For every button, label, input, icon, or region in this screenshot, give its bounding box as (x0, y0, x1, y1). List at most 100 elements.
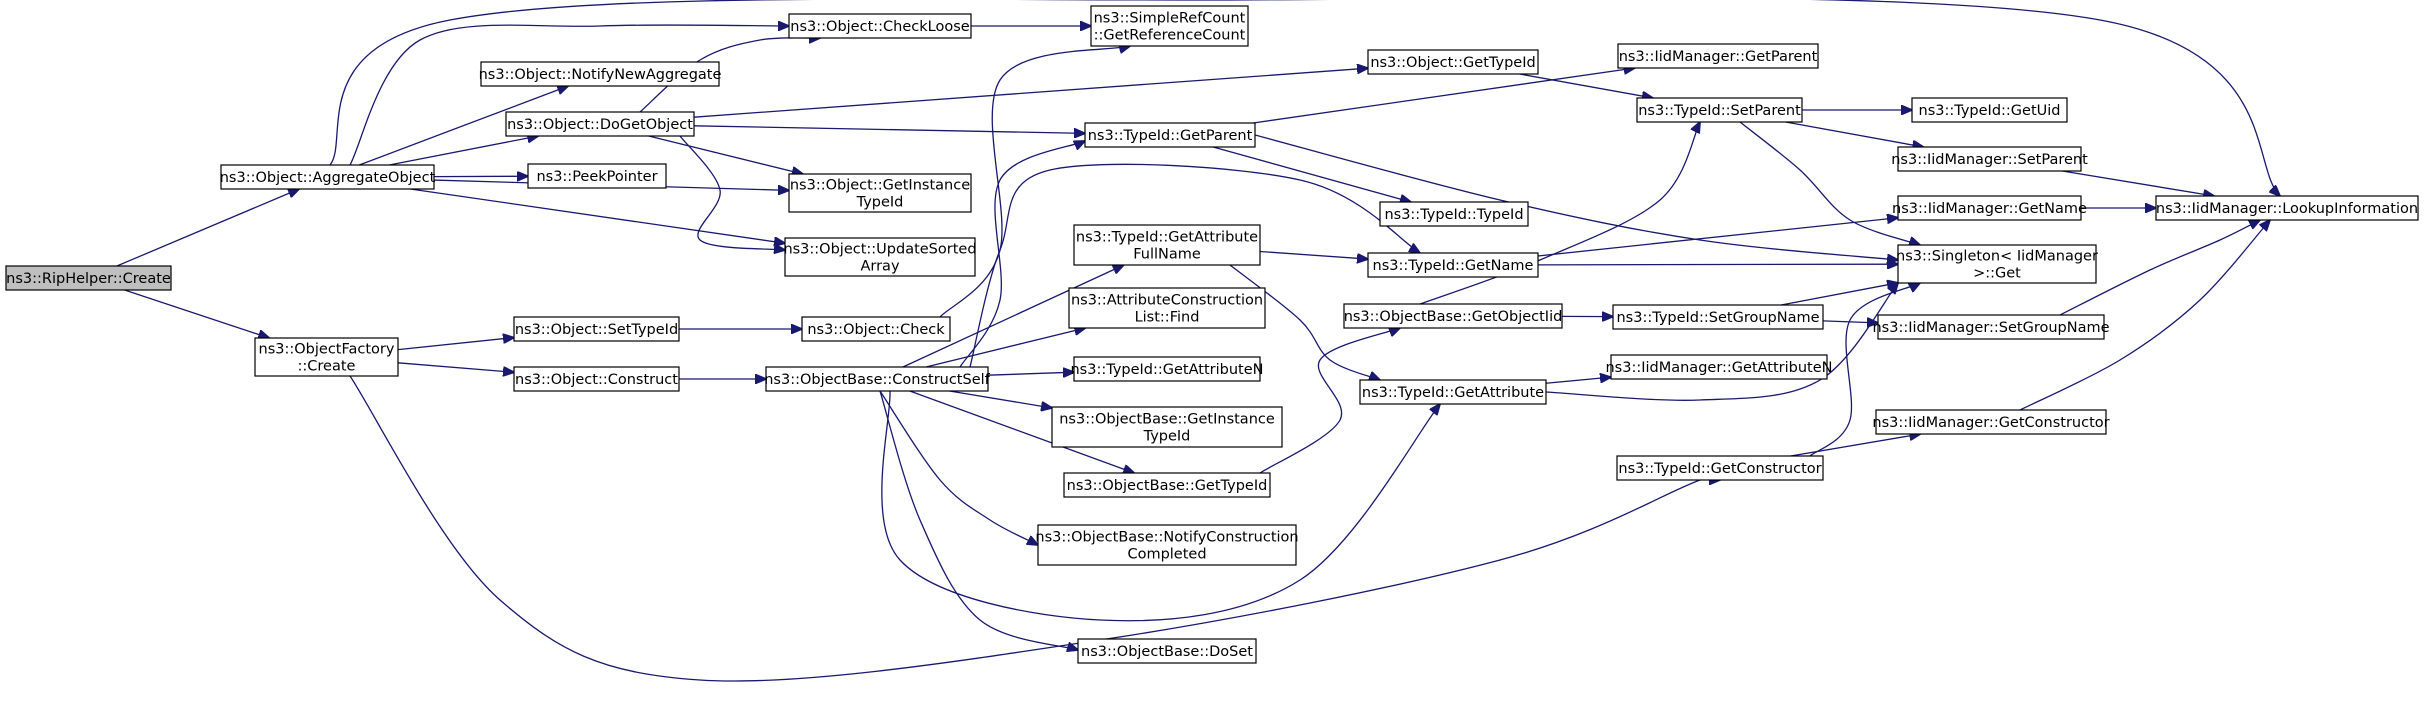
node-typeid-get-attribute-n[interactable]: ns3::TypeId::GetAttributeN (1070, 356, 1264, 382)
node-peek-pointer[interactable]: ns3::PeekPointer (527, 163, 667, 189)
node-notify-construction-completed[interactable]: ns3::ObjectBase::NotifyConstructionCompl… (1035, 524, 1299, 566)
node-box (513, 366, 680, 392)
node-objectbase-get-object-iid[interactable]: ns3::ObjectBase::GetObjectIid (1343, 303, 1563, 329)
node-object-check[interactable]: ns3::Object::Check (801, 316, 951, 342)
node-label: ns3::RipHelper::Create (6, 271, 171, 287)
node-singleton-get[interactable]: ns3::Singleton< IidManager>::Get (1896, 244, 2098, 284)
edge-typeid-get-attribute-to-singleton-get (1545, 283, 1898, 401)
node-objectbase-get-typeid[interactable]: ns3::ObjectBase::GetTypeId (1063, 472, 1271, 498)
node-label: ::Create (298, 358, 356, 374)
edge-construct-self-to-typeid-get-attribute (881, 390, 1440, 622)
edge-object-check-to-simple-ref-count (939, 46, 1130, 318)
edge-typeid-set-parent-to-singleton-get (1739, 121, 1920, 245)
edge-construct-self-to-objectbase-get-instance-typeid (949, 390, 1053, 408)
node-box (1636, 97, 1803, 123)
node-box (480, 61, 720, 87)
edge-typeid-get-constructor-to-iid-get-constructor (1790, 434, 1921, 457)
edge-typeid-get-constructor-to-singleton-get (1809, 283, 1920, 457)
node-notify-new-aggregate[interactable]: ns3::Object::NotifyNewAggregate (479, 61, 722, 87)
node-label: ns3::ObjectBase::GetObjectIid (1344, 309, 1563, 325)
node-box (1359, 379, 1547, 405)
node-typeid-get-uid[interactable]: ns3::TypeId::GetUid (1911, 97, 2068, 123)
node-iid-set-parent[interactable]: ns3::IidManager::SetParent (1891, 146, 2088, 172)
node-label: >::Get (1973, 265, 2021, 281)
edges-layer (116, 0, 2280, 682)
node-objectbase-do-set[interactable]: ns3::ObjectBase::DoSet (1077, 638, 1257, 664)
node-label: ns3::TypeId::GetName (1373, 258, 1534, 274)
node-typeid-get-constructor[interactable]: ns3::TypeId::GetConstructor (1616, 455, 1824, 481)
node-object-factory-create[interactable]: ns3::ObjectFactory::Create (254, 337, 399, 377)
node-typeid-get-attribute[interactable]: ns3::TypeId::GetAttribute (1359, 379, 1547, 405)
node-label: ns3::TypeId::GetAttribute (1362, 385, 1544, 401)
node-box (1073, 356, 1261, 382)
node-simple-ref-count[interactable]: ns3::SimpleRefCount::GetReferenceCount (1090, 5, 1249, 47)
node-iid-lookup-information[interactable]: ns3::IidManager::LookupInformation (2155, 195, 2419, 221)
node-typeid-set-group-name[interactable]: ns3::TypeId::SetGroupName (1612, 304, 1824, 330)
node-typeid-get-parent[interactable]: ns3::TypeId::GetParent (1084, 122, 1256, 148)
edge-typeid-get-parent-to-singleton-get (1254, 134, 1898, 260)
node-label: ns3::IidManager::SetGroupName (1872, 320, 2109, 336)
edge-get-attribute-full-name-to-typeid-get-name (1259, 250, 1368, 260)
node-box (1063, 472, 1271, 498)
node-object-set-typeid[interactable]: ns3::Object::SetTypeId (513, 316, 680, 342)
node-iid-get-constructor[interactable]: ns3::IidManager::GetConstructor (1872, 409, 2110, 435)
edge-construct-self-to-notify-construction-completed (879, 390, 1038, 545)
node-box (1051, 406, 1283, 448)
node-label: ns3::ObjectFactory (259, 341, 395, 357)
node-label: ns3::AttributeConstruction (1071, 292, 1263, 308)
edge-object-factory-create-to-object-construct (397, 362, 514, 372)
node-label: ns3::ObjectBase::ConstructSelf (764, 372, 990, 388)
node-label: ns3::TypeId::GetConstructor (1618, 461, 1821, 477)
node-iid-get-attribute-n[interactable]: ns3::IidManager::GetAttributeN (1605, 354, 1833, 380)
node-typeid-typeid[interactable]: ns3::TypeId::TypeId (1379, 201, 1529, 227)
edge-aggregate-object-to-check-loose (349, 25, 789, 166)
node-label: ns3::Object::AggregateObject (220, 170, 436, 186)
node-construct-self[interactable]: ns3::ObjectBase::ConstructSelf (764, 366, 991, 392)
node-label: ns3::IidManager::SetParent (1891, 152, 2088, 168)
node-object-construct[interactable]: ns3::Object::Construct (513, 366, 680, 392)
node-box (254, 337, 399, 377)
edge-iid-set-parent-to-iid-lookup-information (2062, 170, 2214, 196)
edge-aggregate-object-to-iid-lookup-information (329, 0, 2280, 196)
node-iid-get-parent[interactable]: ns3::IidManager::GetParent (1617, 43, 1819, 69)
node-label: ns3::IidManager::GetAttributeN (1605, 360, 1832, 376)
node-label: List::Find (1135, 309, 1200, 325)
node-label: ns3::TypeId::GetUid (1919, 103, 2061, 119)
node-aggregate-object[interactable]: ns3::Object::AggregateObject (220, 164, 436, 190)
node-label: ns3::Object::SetTypeId (515, 322, 678, 338)
node-riphelper-create[interactable]: ns3::RipHelper::Create (5, 265, 172, 291)
node-box (2155, 195, 2419, 221)
node-typeid-set-parent[interactable]: ns3::TypeId::SetParent (1636, 97, 1803, 123)
node-label: ns3::PeekPointer (536, 169, 657, 185)
node-box (1343, 303, 1563, 329)
edge-construct-self-to-objectbase-get-typeid (909, 390, 1134, 473)
node-do-get-object[interactable]: ns3::Object::DoGetObject (505, 111, 695, 137)
node-label: ns3::ObjectBase::NotifyConstruction (1035, 529, 1298, 545)
node-check-loose[interactable]: ns3::Object::CheckLoose (788, 13, 972, 39)
edge-aggregate-object-to-do-get-object (389, 136, 538, 166)
node-box (1073, 224, 1261, 266)
edge-construct-self-to-typeid-get-name (969, 163, 1420, 368)
edge-iid-get-constructor-to-iid-lookup-information (2019, 220, 2270, 411)
node-iid-set-group-name[interactable]: ns3::IidManager::SetGroupName (1872, 314, 2110, 340)
node-object-get-typeid[interactable]: ns3::Object::GetTypeId (1367, 49, 1539, 75)
node-label: Array (860, 258, 899, 274)
node-label: TypeId (1143, 428, 1191, 444)
node-label: ns3::Object::CheckLoose (790, 19, 969, 35)
node-typeid-get-name[interactable]: ns3::TypeId::GetName (1367, 252, 1539, 278)
node-box (1897, 195, 2082, 221)
node-label: ns3::ObjectBase::DoSet (1081, 644, 1253, 660)
node-box (527, 163, 667, 189)
node-box (1616, 455, 1824, 481)
node-label: ns3::Object::Check (807, 322, 945, 338)
node-label: ns3::TypeId::GetAttribute (1076, 229, 1258, 245)
node-box (1084, 122, 1256, 148)
node-label: ns3::Object::Construct (515, 372, 678, 388)
node-iid-get-name[interactable]: ns3::IidManager::GetName (1892, 195, 2087, 221)
